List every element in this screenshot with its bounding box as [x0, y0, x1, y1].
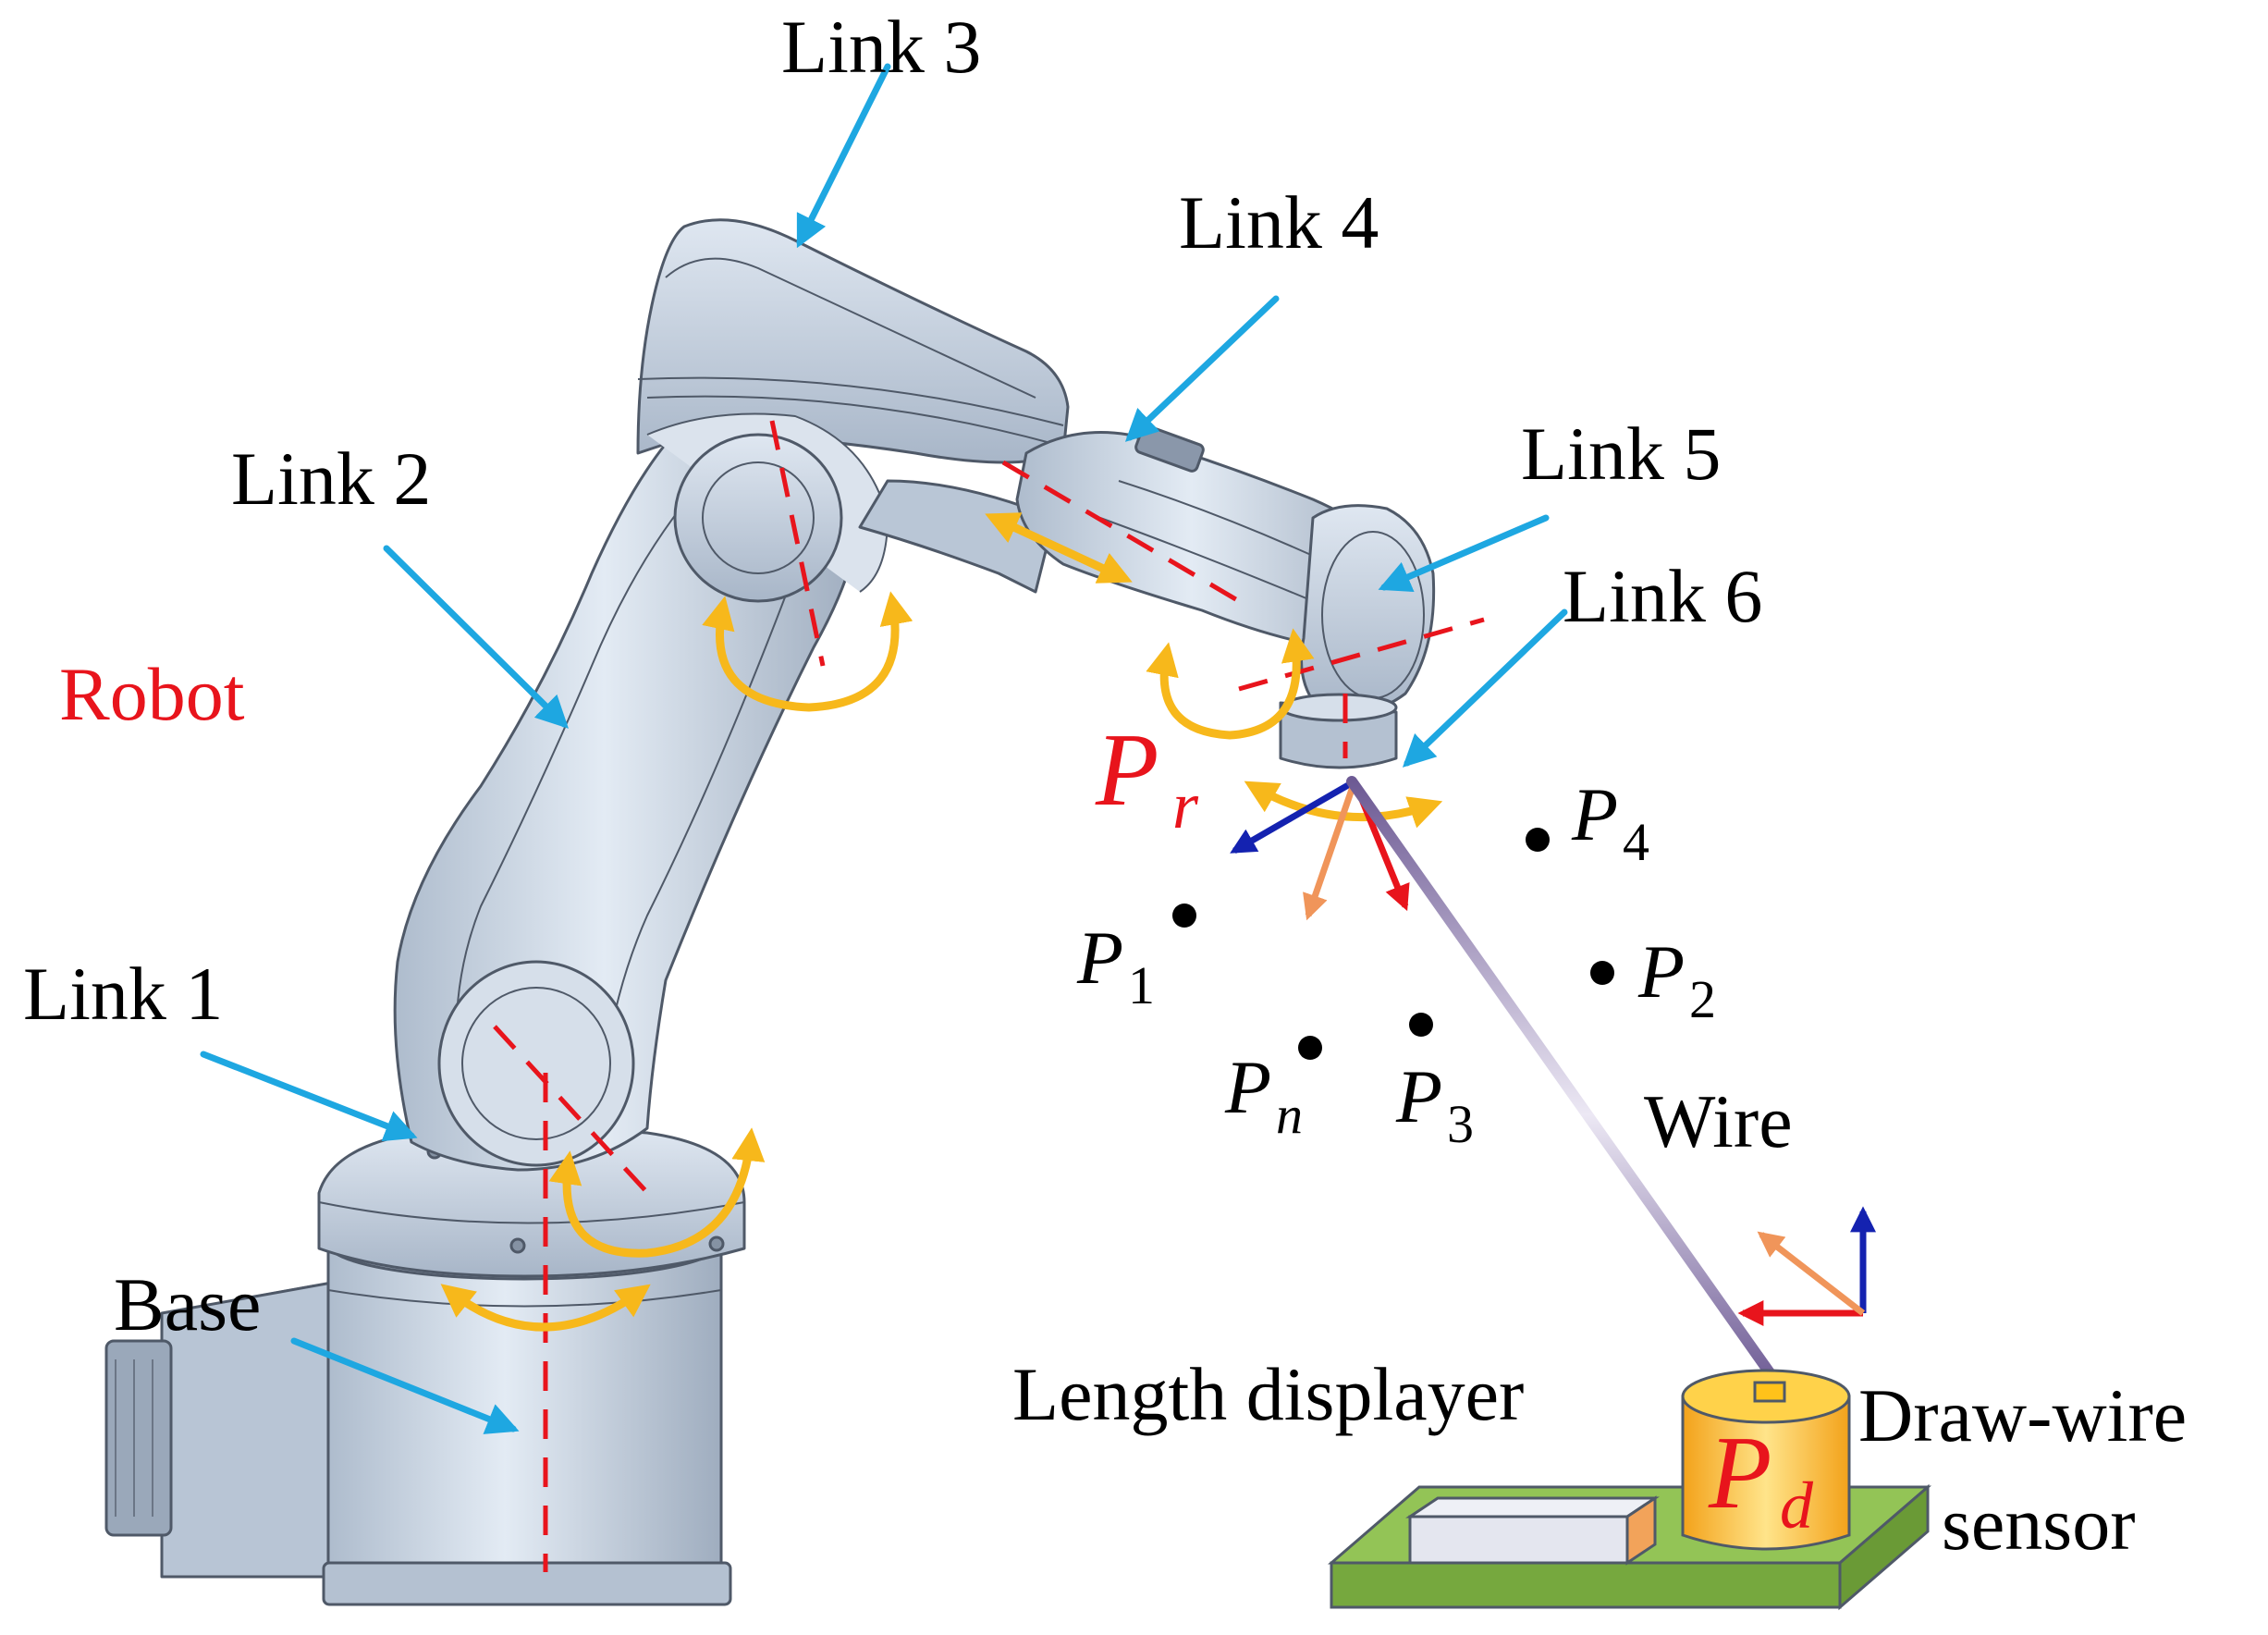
label-wire: Wire [1644, 1079, 1793, 1163]
label-p2: P 2 [1637, 929, 1716, 1029]
tool-frame-x-axis [1230, 778, 1356, 854]
label-length-displayer: Length displayer [1012, 1352, 1524, 1436]
pointer-link4 [1124, 295, 1280, 442]
label-link3: Link 3 [781, 5, 981, 89]
rotation-arrow-joint5 [1146, 628, 1315, 740]
tool-frame-y-axis [1303, 780, 1358, 921]
draw-wire [1346, 776, 1785, 1393]
point-pn-dot [1298, 1036, 1322, 1060]
sensor-frame-diag-axis [1757, 1231, 1866, 1316]
label-p2-main: P [1637, 929, 1685, 1014]
label-pr-main: P [1095, 713, 1159, 828]
length-displayer-device [1405, 1495, 1660, 1566]
label-p1: P 1 [1076, 916, 1155, 1015]
link5-wrist [1300, 504, 1436, 716]
label-link4: Link 4 [1179, 180, 1379, 264]
label-p4: P 4 [1571, 772, 1649, 872]
link3-housing [636, 218, 1070, 603]
label-robot: Robot [59, 652, 245, 736]
pointer-link6 [1402, 609, 1568, 768]
label-p1-main: P [1076, 916, 1123, 1000]
label-p3-sub: 3 [1447, 1094, 1474, 1154]
label-p4-sub: 4 [1623, 812, 1649, 872]
label-p3: P 3 [1395, 1054, 1474, 1154]
label-pd: P d [1708, 1416, 1814, 1543]
link6-flange [1279, 693, 1398, 769]
tool-frame [1230, 778, 1410, 921]
label-pn-sub: n [1276, 1085, 1303, 1145]
label-p3-main: P [1395, 1054, 1442, 1138]
point-p1-dot [1172, 904, 1196, 928]
label-base: Base [114, 1262, 261, 1346]
label-link5: Link 5 [1521, 412, 1721, 496]
rotation-arrow-joint2 [548, 1127, 766, 1258]
label-pr-sub: r [1172, 768, 1199, 842]
draw-wire-sensor-device [1681, 1369, 1851, 1551]
axis-joint5 [1238, 617, 1485, 692]
point-p4-dot [1526, 828, 1550, 852]
point-p3-dot [1409, 1013, 1433, 1037]
label-link1: Link 1 [23, 952, 223, 1036]
pointer-arrows [200, 63, 1568, 1434]
label-pn-main: P [1224, 1045, 1271, 1129]
label-pn: P n [1224, 1045, 1303, 1145]
pointer-link5 [1378, 514, 1550, 593]
label-draw-wire-line2: sensor [1942, 1481, 2136, 1566]
pointer-link3 [796, 63, 891, 249]
label-pd-sub: d [1780, 1469, 1814, 1543]
sensor-frame [1737, 1206, 1876, 1326]
pointer-link2 [383, 545, 569, 729]
label-link6: Link 6 [1563, 554, 1762, 638]
pointer-base [290, 1337, 520, 1434]
label-link2: Link 2 [231, 436, 431, 521]
label-p4-main: P [1571, 772, 1618, 856]
label-p1-sub: 1 [1128, 955, 1155, 1015]
pointer-link1 [200, 1051, 418, 1142]
measurement-points [1172, 828, 1614, 1060]
rotation-arrow-joint3 [702, 591, 913, 712]
label-pd-main: P [1708, 1416, 1771, 1531]
label-draw-wire-line1: Draw-wire [1858, 1373, 2187, 1457]
base-motor-box [104, 1279, 344, 1579]
rotation-arrow-joint1 [440, 1284, 651, 1332]
rotation-arrow-joint4 [985, 512, 1133, 584]
label-pr: P r [1095, 713, 1199, 842]
point-p2-dot [1590, 961, 1614, 985]
label-p2-sub: 2 [1689, 969, 1716, 1029]
